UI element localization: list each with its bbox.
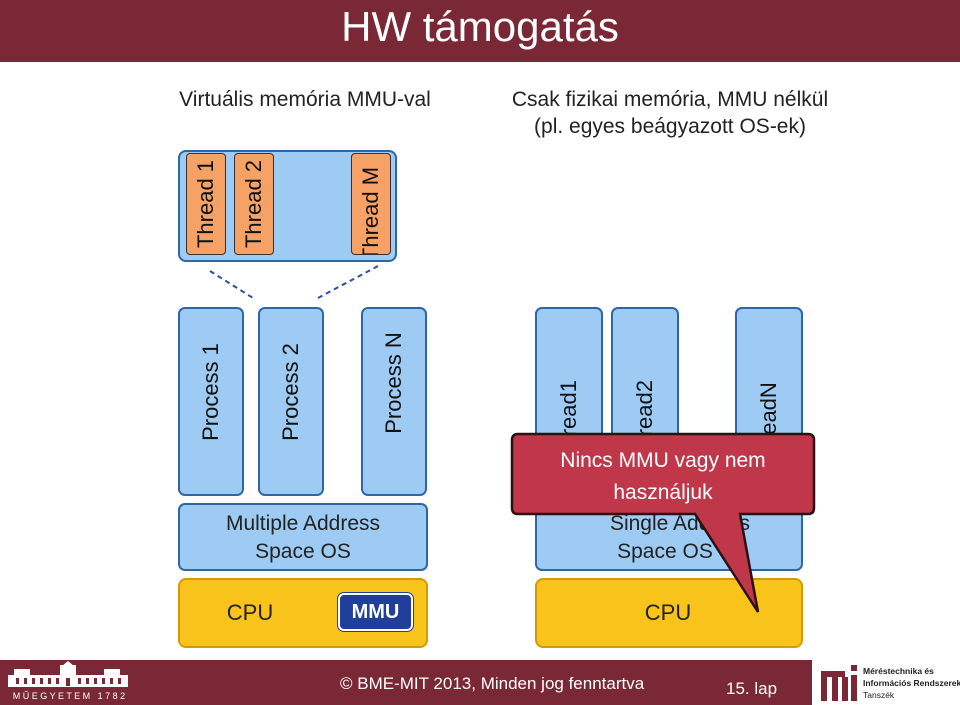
header-bar bbox=[0, 0, 960, 62]
footer-bar bbox=[0, 660, 960, 705]
department-logo-line1: Méréstechnika és bbox=[863, 666, 934, 676]
callout-line2: használjuk bbox=[613, 481, 713, 504]
multiple-address-os-box bbox=[178, 503, 428, 571]
multiple-address-os-line2: Space OS bbox=[255, 540, 351, 563]
cpu-right-box bbox=[535, 578, 803, 648]
thread-1-box: Thread 1 bbox=[186, 153, 226, 255]
department-logo-line2: Információs Rendszerek bbox=[863, 678, 960, 688]
process-1-box: Process 1 bbox=[178, 307, 244, 496]
left-heading: Virtuális memória MMU-val bbox=[179, 88, 431, 111]
thread-2-box: Thread 2 bbox=[234, 153, 274, 255]
university-building-logo bbox=[8, 661, 128, 687]
department-logo-line3: Tanszék bbox=[863, 690, 895, 700]
process-2-box: Process 2 bbox=[258, 307, 324, 496]
copyright-text: © BME-MIT 2013, Minden jog fenntartva bbox=[340, 674, 645, 693]
mit-logo-icon bbox=[821, 665, 857, 701]
single-address-os-line2: Space OS bbox=[617, 540, 713, 563]
right-heading-line2: (pl. egyes beágyazott OS-ek) bbox=[534, 115, 806, 138]
thread1-right-box: Thread1 bbox=[535, 307, 603, 447]
threadn-right-box: ThreadN bbox=[735, 307, 803, 447]
mmu-box: MMU bbox=[338, 593, 413, 631]
cpu-left-label: CPU bbox=[226, 600, 274, 625]
cpu-right-label: CPU bbox=[644, 600, 692, 625]
right-heading-line1: Csak fizikai memória, MMU nélkül bbox=[511, 88, 829, 111]
page-title: HW támogatás bbox=[341, 3, 619, 50]
mmu-label: MMU bbox=[351, 601, 400, 623]
multiple-address-os-line1: Multiple Address bbox=[225, 512, 381, 535]
thread-m-box: Thread M bbox=[351, 153, 391, 255]
callout-line1: Nincs MMU vagy nem bbox=[560, 449, 766, 472]
page-number: 15. lap bbox=[726, 679, 778, 698]
university-text: M Ű E G Y E T E M 1 7 8 2 bbox=[12, 691, 126, 701]
process-n-box: Process N bbox=[361, 307, 427, 496]
